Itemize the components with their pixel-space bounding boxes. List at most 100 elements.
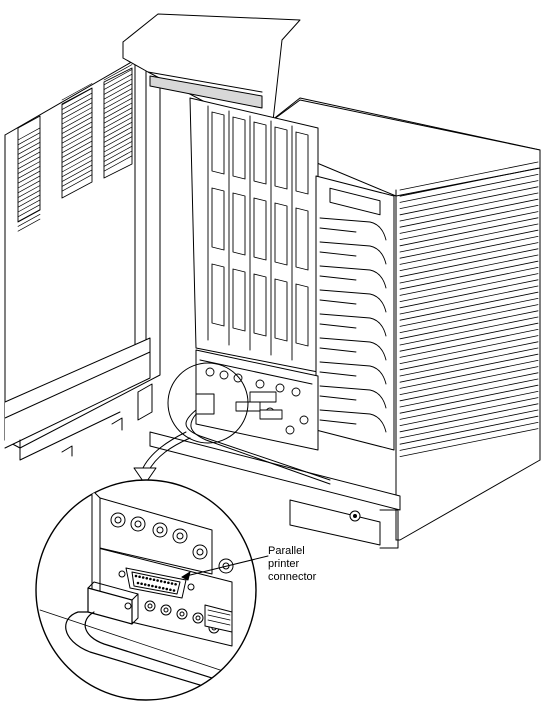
- side-vent-slat: [399, 360, 539, 389]
- io-port: [219, 370, 229, 380]
- drive-bay-handle: [319, 241, 387, 265]
- side-vent-slat: [399, 291, 539, 321]
- side-vent-slat: [399, 254, 539, 284]
- drive-bay-lines: [319, 217, 387, 433]
- side-vent-slat: [399, 211, 539, 240]
- vent-slat: [103, 131, 133, 148]
- vent-slat: [103, 69, 133, 86]
- side-vent-slat: [399, 403, 539, 433]
- side-vent-slat: [399, 310, 539, 340]
- drive-bay-handle: [319, 289, 387, 313]
- vent-slat: [61, 102, 93, 120]
- side-vent-slat: [399, 397, 539, 426]
- side-vent-slat: [399, 161, 539, 191]
- drive-bay-edge: [319, 323, 357, 329]
- side-vent-slat: [399, 409, 539, 439]
- zoom-source-circle: [167, 362, 249, 444]
- bnc-connector-core: [134, 520, 142, 528]
- vent-slat: [103, 141, 133, 158]
- side-vent-slat: [399, 391, 539, 420]
- vent-slat: [17, 137, 41, 150]
- side-vent-slat: [399, 347, 539, 377]
- vent-slat: [103, 83, 133, 100]
- bnc-connectors: [110, 512, 234, 574]
- side-vent-slat: [399, 236, 539, 265]
- io-port: [299, 415, 309, 425]
- parallel-pin: [141, 576, 145, 579]
- vent-slat: [103, 121, 133, 138]
- parallel-pin: [161, 586, 165, 590]
- round-port-core: [195, 615, 201, 621]
- drive-bay-edge: [319, 395, 357, 401]
- side-vent-slat: [399, 198, 539, 228]
- vent-slat: [103, 64, 133, 81]
- vent-slat: [61, 97, 93, 115]
- side-vent-slat: [399, 217, 539, 247]
- bnc-connector-core: [196, 548, 204, 556]
- card-slot: [211, 263, 225, 327]
- parallel-pin: [165, 587, 169, 591]
- card-slot: [274, 278, 288, 342]
- io-port: [291, 387, 301, 397]
- vent-slat: [17, 175, 41, 189]
- card-slot: [232, 192, 246, 256]
- vent-slat: [17, 156, 41, 170]
- card-slot: [295, 207, 309, 271]
- parallel-pin: [136, 581, 140, 585]
- card-slot: [295, 131, 309, 195]
- base: [149, 431, 401, 549]
- vent-slat: [61, 145, 93, 163]
- callout-line-1: Parallel: [268, 545, 305, 557]
- drive-bay-handle: [319, 337, 387, 361]
- drive-bay-edge: [319, 371, 357, 377]
- drive-bay-edge: [319, 347, 357, 353]
- parallel-pin: [169, 588, 172, 592]
- vent-slat: [103, 78, 133, 95]
- vent-slat: [61, 83, 93, 101]
- parallel-pin: [152, 578, 156, 582]
- drive-bay-handle: [319, 361, 387, 385]
- vent-slat: [103, 145, 133, 162]
- side-vent: [399, 161, 539, 457]
- vent-slat: [61, 140, 93, 158]
- side-vent-slat: [399, 353, 539, 383]
- side-vent-slat: [399, 415, 539, 445]
- vent-slat: [61, 159, 93, 178]
- vent-slat: [103, 136, 133, 153]
- detail-cable: [65, 581, 251, 700]
- vent-slat: [61, 174, 93, 192]
- vent-slat: [17, 199, 41, 213]
- side-vent-slat: [399, 316, 539, 346]
- side-vent-slat: [399, 186, 539, 216]
- vent-slat: [61, 155, 93, 173]
- vent-slat: [103, 97, 133, 114]
- parallel-pin: [143, 583, 147, 586]
- vent-slat: [17, 165, 41, 179]
- vent-slat: [61, 116, 93, 134]
- side-vent-slat: [399, 242, 539, 271]
- side-vent-slat: [399, 372, 539, 402]
- vent-slat: [61, 92, 93, 110]
- parallel-pin: [167, 581, 170, 585]
- bnc-connector-core: [114, 516, 122, 524]
- side-vent-slat: [399, 180, 539, 209]
- card-slot: [232, 116, 246, 180]
- card-slots: [207, 105, 309, 361]
- vent-slat: [17, 185, 41, 198]
- vent-slat: [17, 170, 41, 184]
- drive-bay-handle: [319, 217, 387, 241]
- side-vent-slat: [399, 273, 539, 302]
- vent-slat: [17, 218, 41, 232]
- side-vent-slat: [399, 298, 539, 327]
- vent-slat: [61, 169, 93, 187]
- side-vent-slat: [399, 366, 539, 395]
- parallel-pin: [140, 582, 143, 586]
- card-cage: [189, 97, 319, 373]
- vent-slat: [103, 155, 133, 172]
- vent-slat: [61, 131, 93, 149]
- parallel-pin: [163, 580, 167, 584]
- card-slot: [253, 121, 267, 185]
- round-port-core: [163, 607, 169, 613]
- vent-slat: [61, 87, 93, 106]
